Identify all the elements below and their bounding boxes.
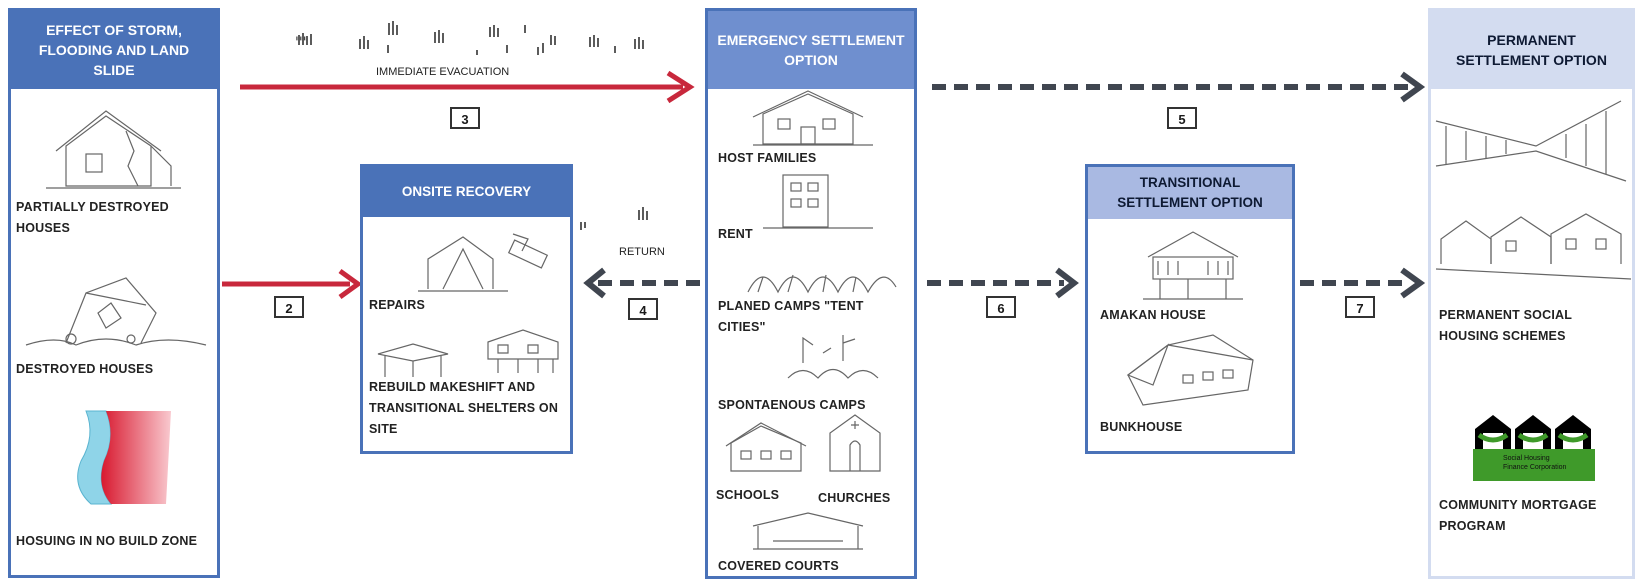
housing-row-perspective-icon (1435, 100, 1627, 182)
emergency-to-permanent-arrow (932, 71, 1426, 103)
effect-item-partially-destroyed: PARTIALLY DESTROYED HOUSES (16, 200, 169, 235)
permanent-settlement-panel: PERMANENT SETTLEMENT OPTION PERMANENT SO… (1428, 8, 1635, 579)
transitional-to-permanent-arrow (1300, 267, 1426, 299)
effect-item-destroyed: DESTROYED HOUSES (16, 362, 154, 376)
permanent-item-community-mortgage: COMMUNITY MORTGAGE PROGRAM (1439, 498, 1597, 533)
onsite-item-rebuild-shelters: REBUILD MAKESHIFT AND TRANSITIONAL SHELT… (369, 380, 559, 436)
immediate-evacuation-label: IMMEDIATE EVACUATION (376, 66, 510, 78)
emergency-item-rent: RENT (718, 227, 753, 241)
destroyed-house-icon (25, 277, 207, 346)
tent-camp-icon (747, 274, 897, 294)
social-housing-finance-logo: Social Housing Finance Corporation (1473, 411, 1595, 483)
svg-text:ꞌꞌꞌ: ꞌꞌꞌ (295, 35, 307, 51)
transitional-settlement-panel: TRANSITIONAL SETTLEMENT OPTION AMAKAN HO… (1085, 164, 1295, 454)
makeshift-shelter-icon (377, 343, 449, 377)
immediate-evacuation-arrow (240, 70, 695, 104)
permanent-settlement-title: PERMANENT SETTLEMENT OPTION (1431, 11, 1632, 89)
emergency-settlement-title: EMERGENCY SETTLEMENT OPTION (708, 11, 914, 89)
logo-text-line2: Finance Corporation (1503, 464, 1567, 471)
emergency-item-churches: CHURCHES (818, 491, 891, 505)
to-onsite-recovery-arrow (222, 268, 363, 300)
amakan-house-icon (1143, 231, 1243, 300)
permanent-item-social-housing: PERMANENT SOCIAL HOUSING SCHEMES (1439, 308, 1572, 343)
onsite-recovery-panel: ONSITE RECOVERY REPAIRS REBUILD MAKESHIF… (360, 164, 573, 454)
step-number-3: 3 (450, 107, 480, 129)
bunkhouse-icon (1126, 334, 1254, 406)
onsite-item-repairs: REPAIRS (369, 298, 426, 312)
emergency-item-schools: SCHOOLS (716, 488, 780, 502)
logo-green-band (1473, 449, 1595, 481)
emergency-item-spontaneous-camps: SPONTAENOUS CAMPS (718, 398, 866, 412)
transitional-shelter-icon (487, 329, 559, 373)
emergency-item-covered-courts: COVERED COURTS (718, 559, 839, 573)
emergency-settlement-panel: EMERGENCY SETTLEMENT OPTION HOST FAMILIE… (705, 8, 917, 579)
step-number-7: 7 (1345, 296, 1375, 318)
school-icon (725, 422, 807, 472)
onsite-recovery-title: ONSITE RECOVERY (363, 167, 570, 217)
church-icon (829, 414, 881, 472)
transitional-item-bunkhouse: BUNKHOUSE (1100, 420, 1183, 434)
logo-text-line1: Social Housing (1503, 455, 1550, 462)
step-number-5: 5 (1167, 107, 1197, 129)
return-label: RETURN (619, 246, 665, 258)
no-build-zone-map-icon (77, 410, 171, 505)
effect-panel: EFFECT OF STORM, FLOODING AND LAND SLIDE… (8, 8, 220, 578)
return-arrow (583, 267, 700, 299)
step-number-6: 6 (986, 296, 1016, 318)
host-family-house-icon (752, 90, 873, 146)
transitional-settlement-title: TRANSITIONAL SETTLEMENT OPTION (1088, 167, 1292, 219)
spontaneous-camp-icon (787, 335, 879, 379)
transitional-item-amakan-house: AMAKAN HOUSE (1100, 308, 1206, 322)
effect-item-no-build-zone: HOSUING IN NO BUILD ZONE (16, 534, 198, 548)
returning-people-sketch (580, 207, 648, 230)
social-housing-houses-icon (1435, 213, 1632, 280)
effect-panel-title: EFFECT OF STORM, FLOODING AND LAND SLIDE (11, 11, 217, 89)
rent-building-icon (763, 174, 873, 229)
evacuating-people-sketch: ꞌꞌꞌ (295, 21, 644, 55)
houses-logo-icon (1475, 415, 1591, 449)
emergency-to-transitional-arrow (927, 267, 1079, 299)
step-number-2: 2 (274, 296, 304, 318)
repairs-icon (418, 233, 549, 292)
covered-court-icon (752, 512, 864, 550)
emergency-item-planned-camps: PLANED CAMPS "TENT CITIES" (718, 299, 864, 334)
emergency-item-host-families: HOST FAMILIES (718, 151, 817, 165)
partially-destroyed-house-icon (46, 110, 181, 189)
step-number-4: 4 (628, 298, 658, 320)
